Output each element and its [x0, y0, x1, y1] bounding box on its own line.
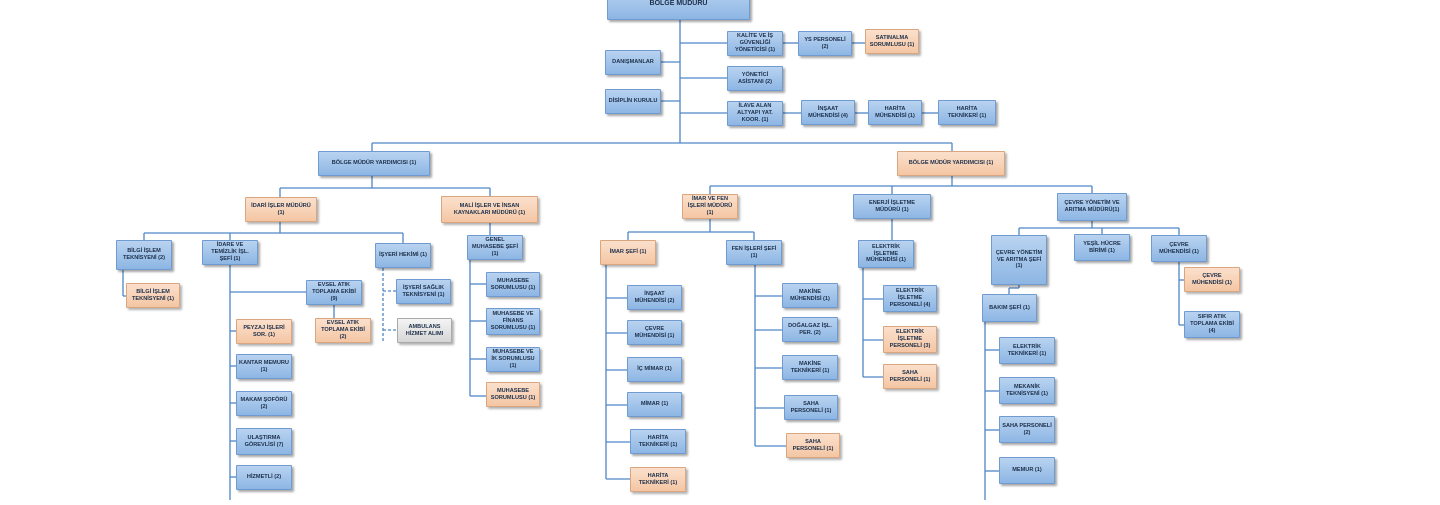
node-elektrik-isletme-per-1: ELEKTRİK İŞLETME PERSONELİ (4) — [883, 285, 937, 312]
node-elektrik-isletme-muh: ELEKTRİK İŞLETME MÜHENDİSİ (1) — [858, 240, 914, 268]
node-fen-saha-1: SAHA PERSONELİ (1) — [784, 395, 838, 420]
node-imar-insaat: İNŞAAT MÜHENDİSİ (2) — [627, 285, 682, 310]
node-bmy-right: BÖLGE MÜDÜR YARDIMCISI (1) — [897, 151, 1005, 176]
node-ic-mimar: İÇ MİMAR (1) — [627, 357, 682, 382]
node-genel-muhasebe: GENEL MUHASEBE ŞEFİ (1) — [467, 235, 523, 260]
node-dogalgaz: DOĞALGAZ İŞL. PER. (2) — [782, 317, 838, 342]
node-enerji-saha: SAHA PERSONELİ (1) — [883, 364, 937, 389]
node-peyzaj: PEYZAJ İŞLERİ SOR. (1) — [236, 319, 292, 344]
node-fen-saha-2: SAHA PERSONELİ (1) — [786, 433, 840, 458]
node-bilgi-islem-tek-2: BİLGİ İŞLEM TEKNİSYENİ (1) — [126, 283, 180, 308]
node-elektrik-tek: ELEKTRİK TEKNİKERİ (1) — [999, 337, 1055, 364]
node-muhasebe-sor-2: MUHASEBE SORUMLUSU (1) — [486, 382, 540, 407]
node-ilave-alan: İLAVE ALAN ALTYAPI YAT. KOOR. (1) — [727, 101, 783, 126]
node-harita-tek-top: HARİTA TEKNİKERİ (1) — [938, 100, 996, 125]
node-yonetici-asistani: YÖNETİCİ ASİSTANI (2) — [727, 66, 783, 91]
node-muhasebe-ik: MUHASEBE VE İK SORUMLUSU (1) — [486, 347, 540, 372]
node-cevre-muh-1: ÇEVRE MÜHENDİSİ (1) — [1151, 235, 1207, 262]
node-danismanlar: DANIŞMANLAR — [605, 50, 661, 75]
node-imar-fen: İMAR VE FEN İŞLERİ MÜDÜRÜ (1) — [682, 194, 738, 219]
node-insaat-muh-top: İNŞAAT MÜHENDİSİ (4) — [801, 100, 855, 125]
node-mekanik-tek: MEKANİK TEKNİSYENİ (1) — [999, 377, 1055, 404]
node-cevre-yonetim-mud: ÇEVRE YÖNETİM VE ARITMA MÜDÜRÜ(1) — [1057, 193, 1127, 221]
node-ambulans: AMBULANS HİZMET ALIMI — [397, 318, 452, 343]
node-imar-cevre: ÇEVRE MÜHENDİSİ (1) — [627, 320, 682, 345]
node-elektrik-isletme-per-2: ELEKTRİK İŞLETME PERSONELİ (3) — [883, 326, 937, 353]
node-bolge-muduru: BÖLGE MÜDÜRÜ — [607, 0, 750, 20]
node-memur: MEMUR (1) — [999, 457, 1055, 484]
node-imar-harita-2: HARİTA TEKNİKERİ (1) — [630, 467, 686, 492]
node-ys-personeli: YS PERSONELİ (2) — [798, 31, 852, 56]
node-bakim-sefi: BAKIM ŞEFİ (1) — [982, 294, 1037, 322]
node-harita-muh-top: HARİTA MÜHENDİSİ (1) — [868, 100, 922, 125]
node-cevre-yonetim-sef: ÇEVRE YÖNETİM VE ARITMA ŞEFİ (1) — [991, 235, 1047, 285]
node-kalite-is-guvenligi: KALİTE VE İŞ GÜVENLİĞİ YÖNETİCİSİ (1) — [727, 31, 783, 56]
node-imar-sefi: İMAR ŞEFİ (1) — [600, 240, 656, 265]
node-ulastirma: ULAŞTIRMA GÖREVLİSİ (7) — [236, 428, 292, 455]
node-cevre-muh-2: ÇEVRE MÜHENDİSİ (1) — [1184, 267, 1240, 292]
node-enerji-isletme: ENERJİ İŞLETME MÜDÜRÜ (1) — [853, 194, 931, 219]
node-bilgi-islem-tek-1: BİLGİ İŞLEM TEKNİSYENİ (2) — [116, 240, 172, 270]
node-evsel-atik-2: EVSEL ATIK TOPLAMA EKİBİ (2) — [315, 318, 371, 343]
node-fen-isleri-sefi: FEN İŞLERİ ŞEFİ (1) — [726, 240, 782, 265]
node-mimar: MİMAR (1) — [627, 392, 682, 417]
node-disiplin-kurulu: DİSİPLİN KURULU — [605, 89, 661, 114]
node-mali-isler: MALİ İŞLER VE İNSAN KAYNAKLARI MÜDÜRÜ (1… — [441, 196, 538, 223]
node-idari-isler: İDARİ İŞLER MÜDÜRÜ (1) — [245, 197, 317, 222]
node-muhasebe-finans: MUHASEBE VE FİNANS SORUMLUSU (1) — [486, 308, 540, 335]
node-cevre-saha: SAHA PERSONELİ (2) — [999, 416, 1055, 443]
node-idare-temizlik: İDARE VE TEMİZLİK İŞL. ŞEFİ (1) — [202, 240, 258, 265]
node-bmy-left: BÖLGE MÜDÜR YARDIMCISI (1) — [318, 151, 430, 176]
node-makine-tek: MAKİNE TEKNİKERİ (1) — [782, 355, 838, 380]
node-makine-muh: MAKİNE MÜHENDİSİ (1) — [782, 283, 838, 308]
node-hizmetli: HİZMETLİ (2) — [236, 465, 292, 490]
node-imar-harita-1: HARİTA TEKNİKERİ (1) — [630, 429, 686, 454]
node-evsel-atik-1: EVSEL ATIK TOPLAMA EKİBİ (9) — [306, 280, 362, 305]
node-yesil-hucre: YEŞİL HÜCRE BİRİMİ (1) — [1074, 234, 1130, 261]
node-muhasebe-sor-1: MUHASEBE SORUMLUSU (1) — [486, 272, 540, 297]
node-isyeri-hekimi: İŞYERİ HEKİMİ (1) — [375, 243, 431, 268]
node-sifir-atik: SIFIR ATIK TOPLAMA EKİBİ (4) — [1184, 311, 1240, 338]
node-satinalma-sorumlusu: SATINALMA SORUMLUSU (1) — [865, 29, 919, 54]
node-makam-soforu: MAKAM ŞOFÖRÜ (2) — [236, 391, 292, 416]
node-kantar: KANTAR MEMURU (1) — [236, 354, 292, 379]
node-isyeri-saglik: İŞYERİ SAĞLIK TEKNİSYENİ (1) — [396, 279, 451, 304]
